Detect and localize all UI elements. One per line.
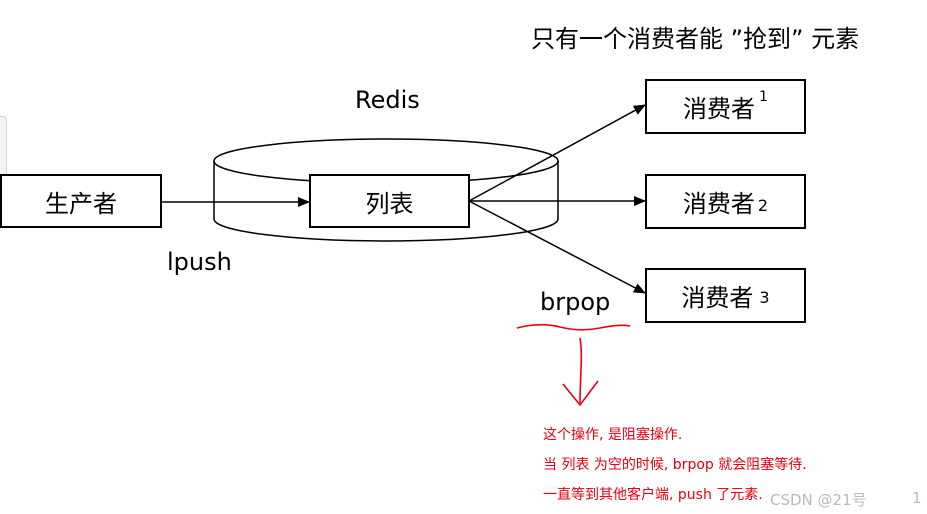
annotation-line-3: 一直等到其他客户端, push 了元素. <box>543 487 763 503</box>
diagram-caption: 只有一个消费者能 ”抢到” 元素 <box>531 25 860 53</box>
list-label: 列表 <box>365 189 414 218</box>
arrow-to-consumer-1 <box>468 104 646 202</box>
consumer-1-index: 1 <box>759 88 768 105</box>
producer-box: 生产者 <box>0 174 162 228</box>
watermark-text: CSDN @21号 <box>770 491 867 509</box>
consumer-box-3: 消费者 3 <box>645 268 806 323</box>
consumer-3-label: 消费者 <box>681 284 754 312</box>
consumer-box-1: 消费者 1 <box>645 79 806 134</box>
lpush-label: lpush <box>167 248 232 276</box>
list-box: 列表 <box>309 174 470 228</box>
brpop-underline <box>516 323 631 331</box>
red-down-arrow <box>579 337 583 404</box>
arrow-to-consumer-3 <box>468 200 646 294</box>
consumer-1-label: 消费者 <box>683 95 756 123</box>
producer-label: 生产者 <box>45 189 117 218</box>
annotation-line-2: 当 列表 为空的时候, brpop 就会阻塞等待. <box>543 457 807 473</box>
red-down-arrowhead <box>562 380 599 407</box>
consumer-box-2: 消费者 2 <box>645 174 806 229</box>
consumer-2-index: 2 <box>757 196 769 215</box>
brpop-label: brpop <box>540 288 611 316</box>
annotation-line-1: 这个操作, 是阻塞操作. <box>543 427 683 443</box>
redis-label: Redis <box>355 86 420 114</box>
consumer-3-index: 3 <box>759 288 770 307</box>
consumer-2-label: 消费者 <box>682 190 755 218</box>
page-number: 1 <box>912 489 922 507</box>
